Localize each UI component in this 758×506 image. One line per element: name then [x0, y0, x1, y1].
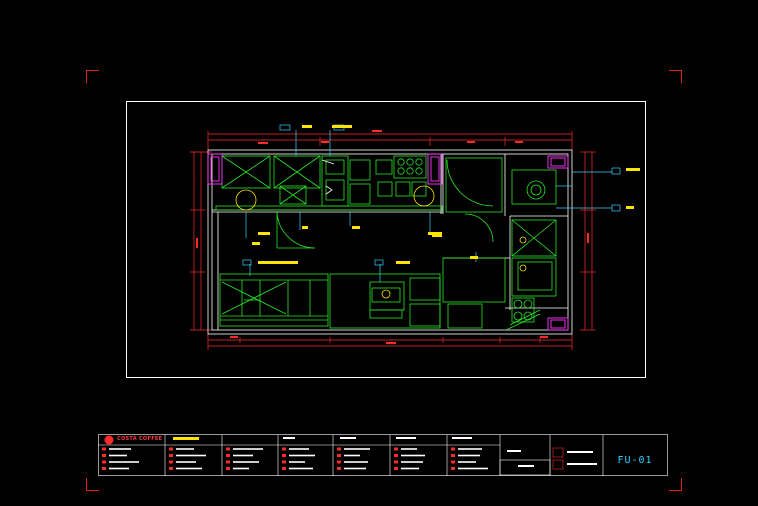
title-block-row-text	[458, 467, 488, 470]
title-block-row-text	[233, 461, 259, 463]
title-block-rows	[102, 447, 488, 470]
door-swing-icon	[276, 159, 541, 331]
title-block-row-bullet	[394, 467, 398, 470]
title-block-row-bullet	[169, 447, 173, 451]
title-block-row-text	[401, 461, 423, 463]
title-block-row-text	[109, 467, 129, 470]
title-block-row-bullet	[282, 447, 286, 451]
title-block-row-bullet	[451, 467, 455, 470]
title-block-row-bullet	[451, 447, 455, 451]
title-block-row-bullet	[282, 460, 286, 464]
title-block-row-text	[344, 454, 360, 457]
title-block-row-text	[233, 448, 263, 450]
title-block[interactable]	[98, 434, 668, 477]
dimension-lines	[190, 130, 596, 350]
walls	[207, 149, 573, 335]
title-block-row-text	[401, 448, 417, 450]
title-block-row-bullet	[394, 454, 398, 457]
title-block-row-bullet	[169, 467, 173, 470]
title-block-row-text	[109, 454, 127, 457]
title-block-row-bullet	[226, 460, 230, 464]
title-block-row-text	[344, 467, 366, 470]
title-block-row-bullet	[226, 467, 230, 470]
title-block-row-text	[289, 454, 315, 457]
title-block-row-text	[458, 461, 476, 463]
title-block-row-text	[176, 467, 202, 470]
title-block-row-text	[109, 448, 131, 450]
title-block-row-text	[344, 448, 370, 450]
title-block-row-text	[176, 454, 206, 457]
title-block-row-bullet	[282, 454, 286, 457]
title-block-row-text	[344, 461, 368, 463]
title-block-row-bullet	[451, 454, 455, 457]
title-block-row-text	[401, 454, 425, 457]
title-block-row-bullet	[337, 454, 341, 457]
title-block-row-bullet	[102, 454, 106, 457]
title-block-row-bullet	[169, 454, 173, 457]
sink-icon	[235, 159, 527, 299]
title-block-row-text	[176, 461, 196, 463]
title-block-row-bullet	[226, 447, 230, 451]
crop-mark-bottom-right	[669, 478, 682, 491]
title-block-row-bullet	[226, 454, 230, 457]
floor-plan[interactable]	[190, 124, 640, 350]
title-block-row-bullet	[337, 460, 341, 464]
title-block-row-text	[289, 448, 309, 450]
crop-mark-top-left	[86, 70, 99, 83]
brand-logo-icon	[104, 435, 114, 445]
title-block-row-text	[233, 454, 253, 457]
title-block-row-text	[458, 454, 480, 457]
title-block-row-text	[289, 461, 305, 463]
crop-mark-top-right	[669, 70, 682, 83]
title-block-row-text	[401, 467, 419, 470]
crop-mark-bottom-left	[86, 478, 99, 491]
title-block-row-bullet	[337, 447, 341, 451]
title-block-entries	[173, 437, 597, 467]
equipment	[215, 155, 557, 329]
title-block-row-bullet	[451, 460, 455, 464]
title-block-row-text	[289, 467, 313, 470]
title-block-row-bullet	[169, 460, 173, 464]
equipment-labels	[252, 125, 640, 264]
title-block-row-bullet	[102, 447, 106, 451]
column-icon	[207, 153, 569, 331]
brand-name: COSTA COFFEE	[117, 436, 163, 442]
viewport-frame[interactable]	[126, 101, 646, 378]
title-block-row-text	[109, 461, 139, 463]
title-block-row-bullet	[394, 460, 398, 464]
title-block-row-text	[176, 448, 194, 450]
title-block-row-bullet	[282, 467, 286, 470]
title-block-row-bullet	[337, 467, 341, 470]
title-block-row-bullet	[102, 460, 106, 464]
title-block-row-text	[233, 467, 249, 470]
title-block-row-text	[458, 448, 482, 450]
leader-lines	[242, 124, 621, 282]
sheet-code[interactable]: FU-01	[617, 455, 653, 466]
title-block-row-bullet	[102, 467, 106, 470]
title-block-row-bullet	[394, 447, 398, 451]
